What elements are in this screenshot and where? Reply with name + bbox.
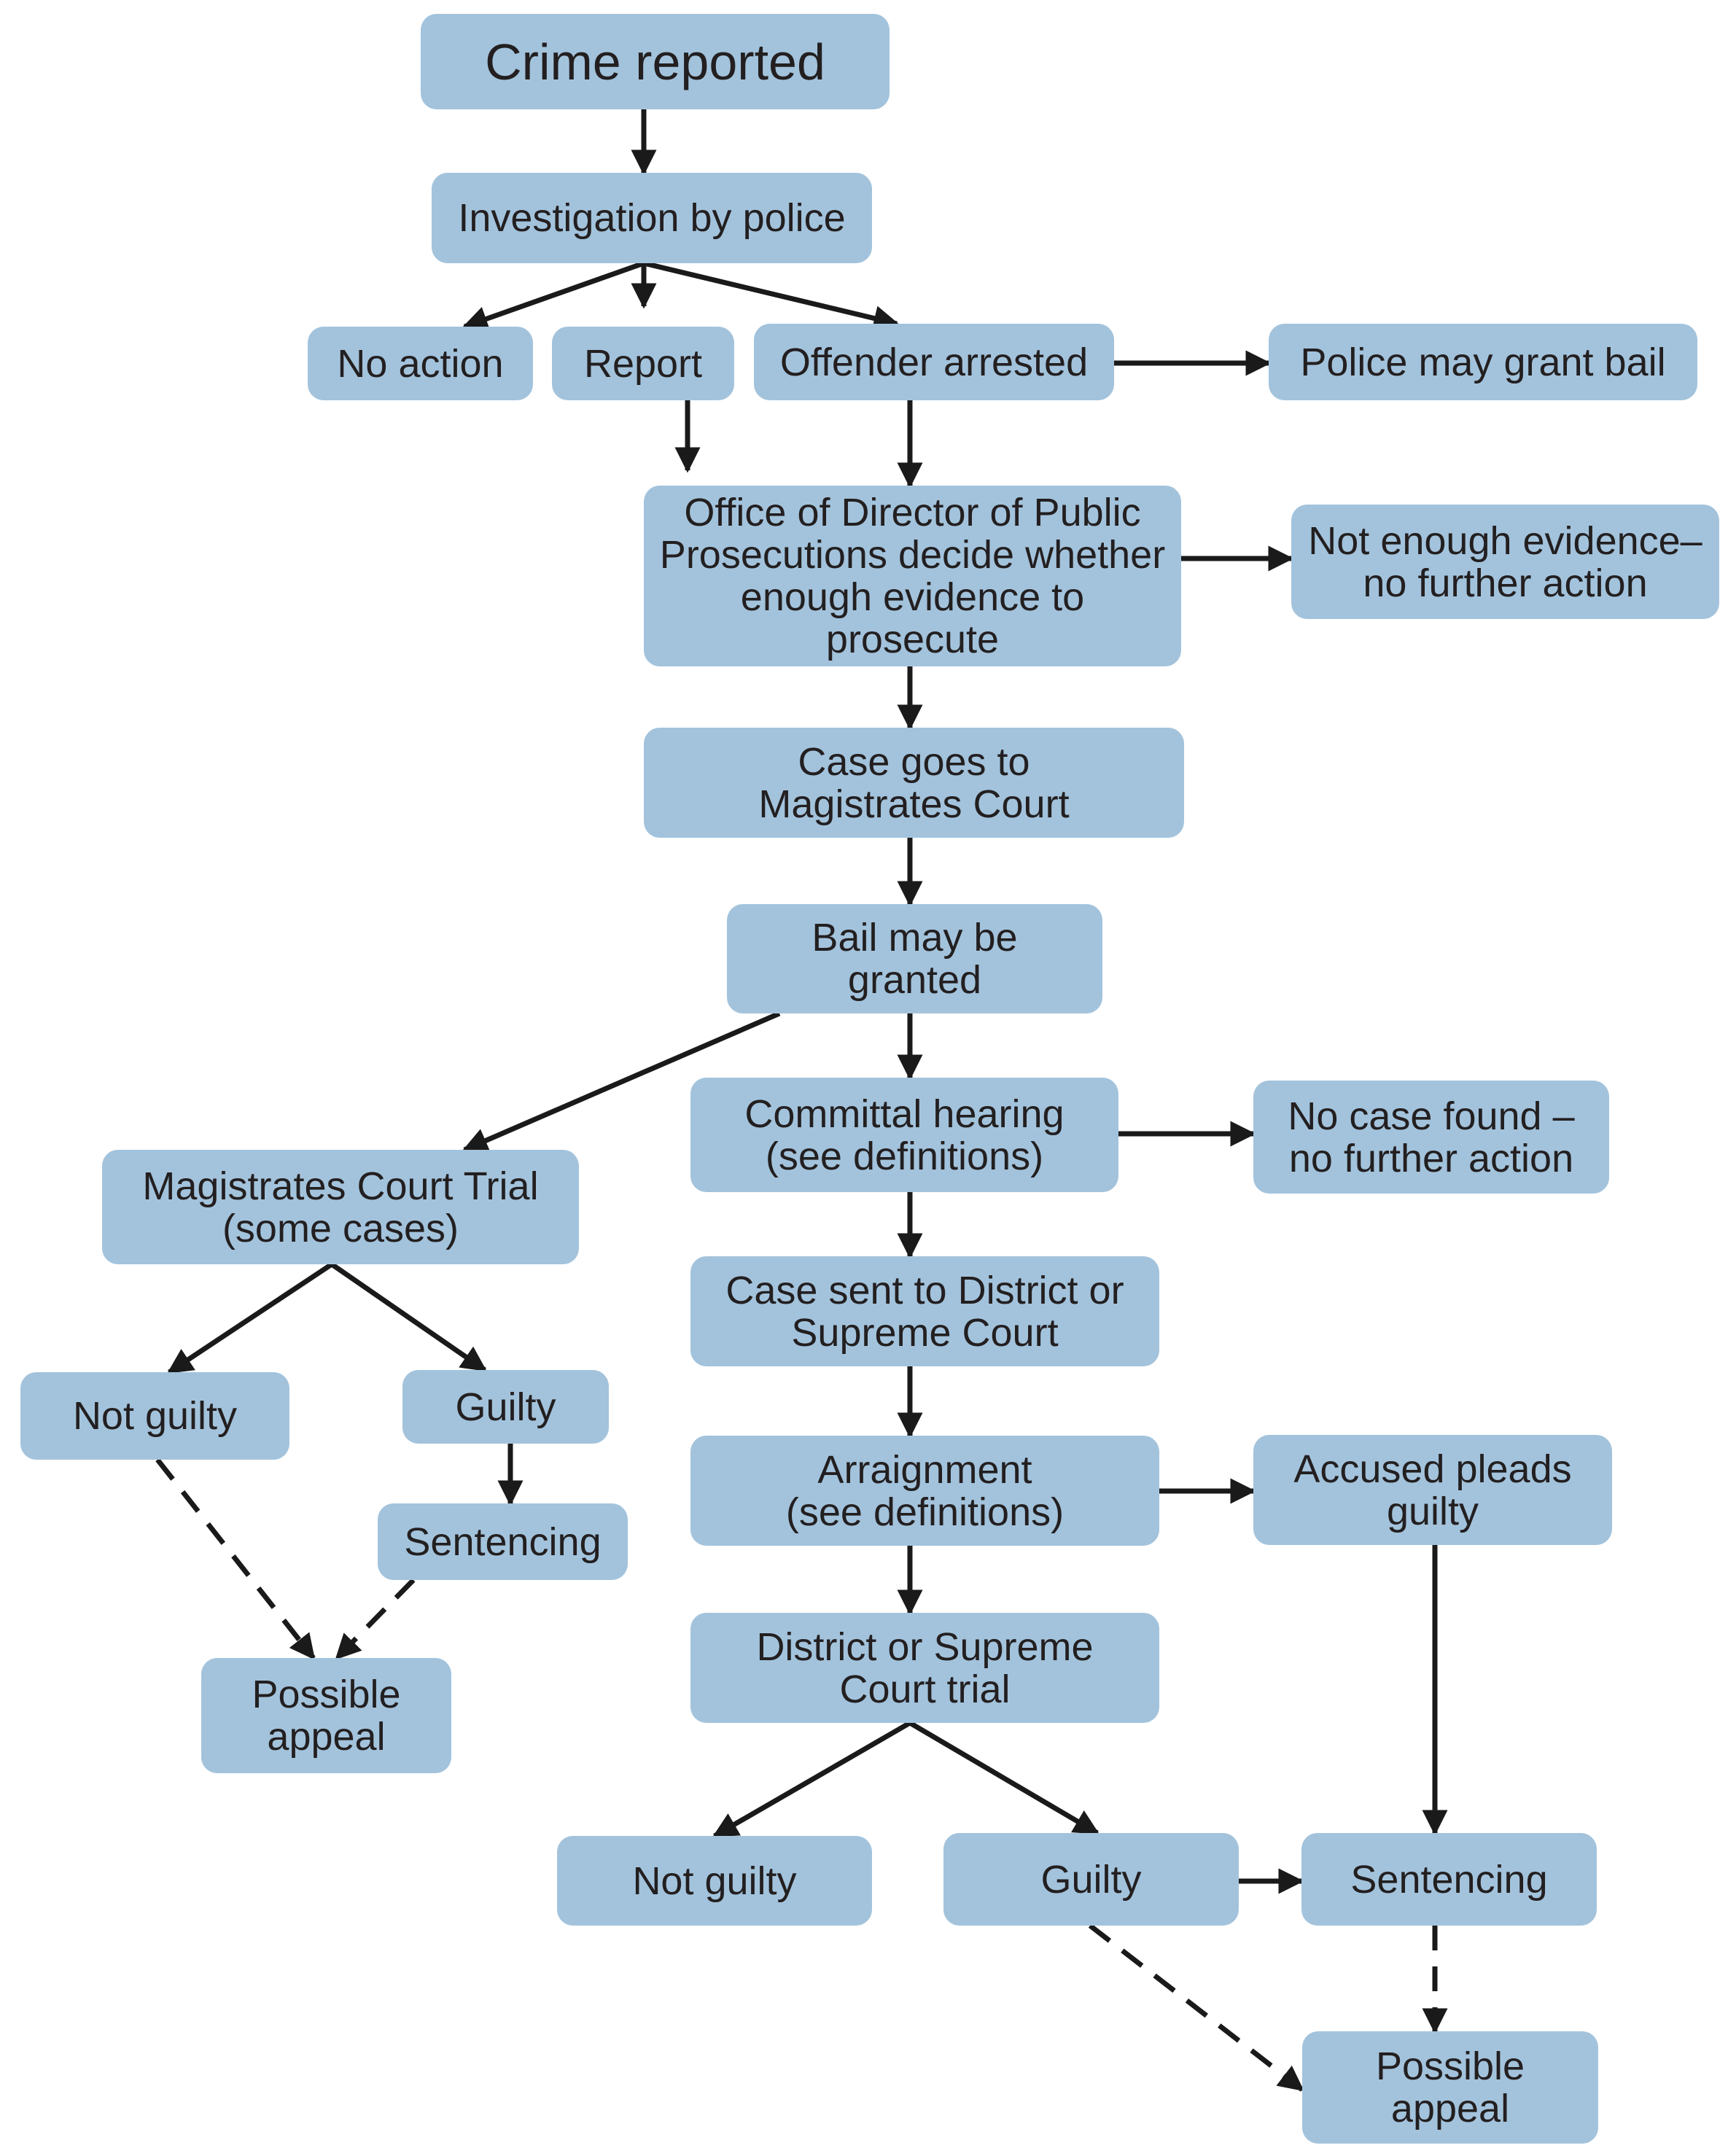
not-enough-evidence-box: Not enough evidence– no further action — [1291, 505, 1719, 619]
arrow-bail-granted-to-magistrates-trial — [462, 1011, 781, 1153]
arraignment-box: Arraignment (see definitions) — [690, 1436, 1159, 1546]
crime-reported-box: Crime reported — [421, 14, 890, 109]
district-supreme-trial-box: District or Supreme Court trial — [690, 1613, 1159, 1723]
odpp-decision-box: Office of Director of Public Prosecution… — [644, 486, 1181, 666]
guilty-bottom-box: Guilty — [943, 1833, 1239, 1926]
arrow-not-guilty-left-to-possible-appeal-left — [155, 1458, 316, 1660]
not-guilty-left-box: Not guilty — [20, 1372, 289, 1460]
investigation-by-police-box: Investigation by police — [432, 173, 872, 263]
arrow-district-trial-to-guilty-bottom — [908, 1720, 1100, 1836]
arrow-district-trial-to-not-guilty-bottom — [712, 1720, 911, 1839]
arrow-magistrates-trial-to-guilty-left — [330, 1262, 487, 1372]
police-may-grant-bail-box: Police may grant bail — [1269, 324, 1697, 400]
no-action-box: No action — [308, 327, 533, 400]
case-sent-district-box: Case sent to District or Supreme Court — [690, 1256, 1159, 1366]
not-guilty-bottom-box: Not guilty — [557, 1836, 872, 1926]
report-box: Report — [552, 327, 734, 400]
case-goes-to-magistrates-box: Case goes to Magistrates Court — [644, 728, 1184, 838]
sentencing-bottom-box: Sentencing — [1301, 1833, 1597, 1926]
arrow-magistrates-trial-to-not-guilty-left — [167, 1262, 333, 1374]
possible-appeal-left-box: Possible appeal — [201, 1658, 451, 1773]
no-case-found-box: No case found – no further action — [1253, 1081, 1609, 1194]
possible-appeal-bottom-box: Possible appeal — [1302, 2031, 1598, 2144]
arrow-sentencing-left-to-possible-appeal-left — [335, 1578, 416, 1660]
arrow-guilty-bottom-to-possible-appeal-bottom — [1088, 1923, 1304, 2092]
sentencing-left-box: Sentencing — [378, 1503, 628, 1580]
accused-pleads-guilty-box: Accused pleads guilty — [1253, 1435, 1612, 1545]
guilty-left-box: Guilty — [402, 1370, 609, 1444]
committal-hearing-box: Committal hearing (see definitions) — [690, 1078, 1118, 1192]
arrow-investigation-to-offender-arrested — [643, 260, 900, 331]
bail-may-be-granted-box: Bail may be granted — [727, 904, 1102, 1013]
offender-arrested-box: Offender arrested — [754, 324, 1114, 400]
magistrates-court-trial-box: Magistrates Court Trial (some cases) — [102, 1150, 579, 1264]
arrow-investigation-to-no-action — [462, 260, 645, 331]
